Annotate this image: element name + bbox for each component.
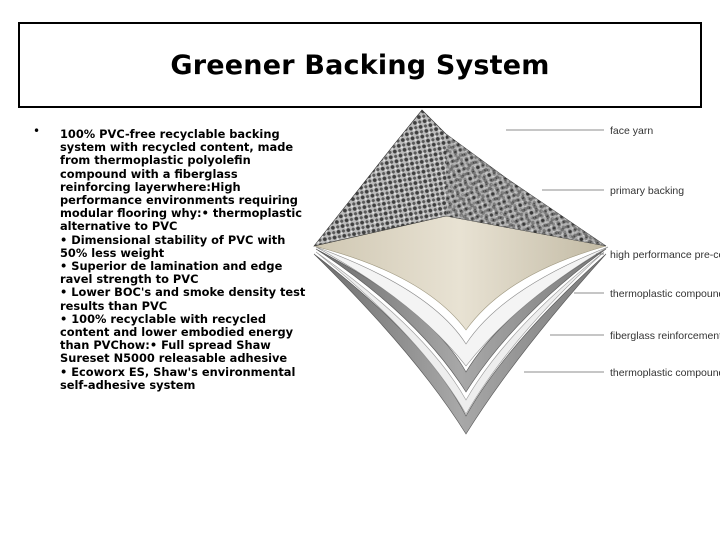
body-line: reinforcing layerwhere:High <box>60 179 241 194</box>
body-line: 50% less weight <box>60 245 165 260</box>
body-line: than PVChow:• Full spread Shaw <box>60 338 271 353</box>
label-precoat: high performance pre-coat <box>610 249 720 261</box>
page-title: Greener Backing System <box>170 49 550 81</box>
label-fiberglass: fiberglass reinforcement <box>610 330 720 342</box>
label-thermoplastic-1: thermoplastic compound <box>610 288 720 300</box>
face-yarn-shadow <box>446 134 606 246</box>
body-line: system with recycled content, made <box>60 140 294 155</box>
label-face-yarn: face yarn <box>610 125 653 137</box>
body-line: results than PVC <box>60 298 168 313</box>
label-primary-backing: primary backing <box>610 185 684 197</box>
body-line: from thermoplastic polyolefin <box>60 153 251 168</box>
body-line: Sureset N5000 releasable adhesive <box>60 351 288 366</box>
body-line: • Ecoworx ES, Shaw's environmental <box>60 364 296 379</box>
body-line: • 100% recyclable with recycled <box>60 311 267 326</box>
carpet-layers-diagram: face yarn primary backing high performan… <box>313 109 720 435</box>
body-line: content and lower embodied energy <box>60 325 294 340</box>
body-line: • Lower BOC's and smoke density test <box>60 285 306 300</box>
body-line: • Superior de lamination and edge <box>60 259 283 274</box>
fiberglass-layer <box>315 251 605 415</box>
body-line: self-adhesive system <box>60 377 196 392</box>
body-line: 100% PVC-free recyclable backing <box>60 127 280 141</box>
body-line: alternative to PVC <box>60 219 178 234</box>
title-box: Greener Backing System <box>18 22 702 108</box>
body-line: modular flooring why:• thermoplastic <box>60 206 303 221</box>
primary-backing-layer <box>313 215 607 331</box>
body-line: • Dimensional stability of PVC with <box>60 232 286 247</box>
body-line: compound with a fiberglass <box>60 166 238 181</box>
leader-lines <box>506 129 604 373</box>
body-line: ravel strength to PVC <box>60 272 199 287</box>
body-line: performance environments requiring <box>60 193 298 208</box>
precoat-layer <box>315 246 609 367</box>
label-thermoplastic-2: thermoplastic compound <box>610 367 720 379</box>
bullet-marker: • <box>33 124 41 138</box>
body-text: 100% PVC-free recyclable backing system … <box>60 127 322 392</box>
